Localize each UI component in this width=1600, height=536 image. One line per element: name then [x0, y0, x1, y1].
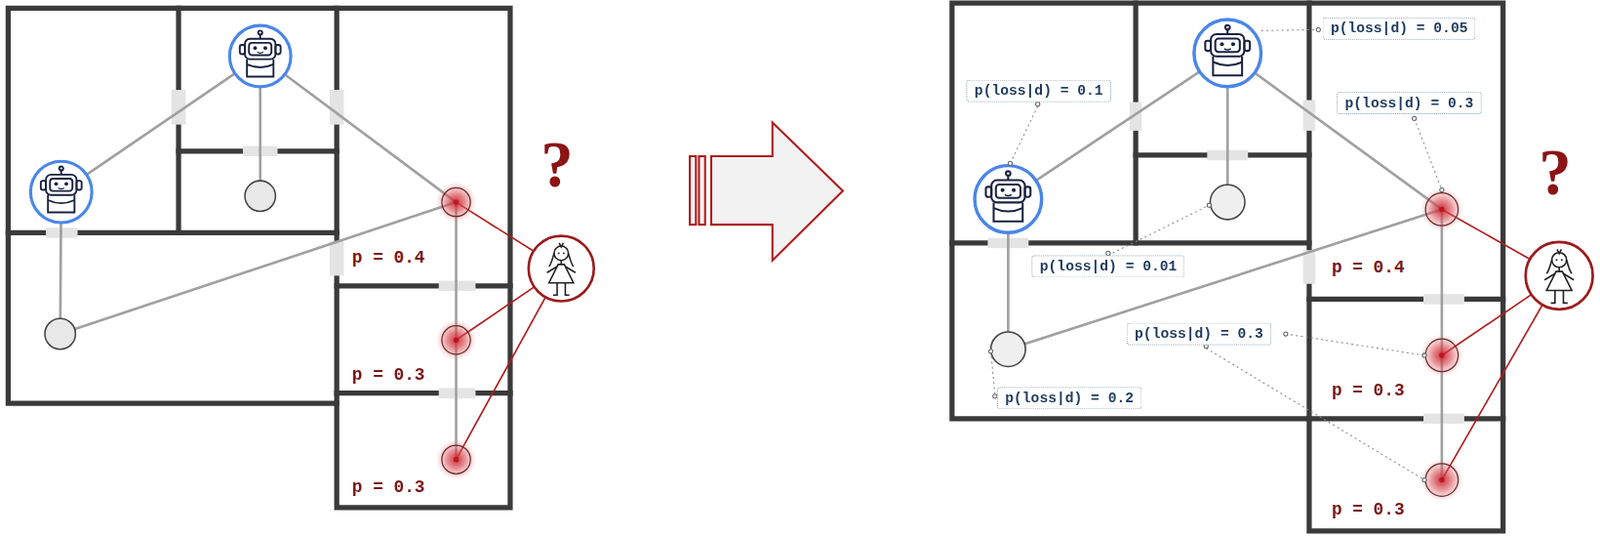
probability-label: p = 0.3: [350, 477, 428, 497]
loss-probability-callout: p(loss|d) = 0.05: [1322, 17, 1477, 40]
probability-label: p = 0.4: [1329, 258, 1407, 279]
probability-label: p = 0.3: [1329, 500, 1407, 520]
callout-text: p(loss|d) = 0.3: [1134, 325, 1264, 343]
loss-probability-callout: p(loss|d) = 0.3: [1126, 322, 1273, 346]
question-mark: ?: [540, 132, 573, 199]
callout-text: p(loss|d) = 0.05: [1330, 20, 1469, 38]
callout-text: p(loss|d) = 0.2: [1004, 390, 1134, 407]
loss-probability-callout: p(loss|d) = 0.3: [1336, 91, 1482, 115]
probability-label: p = 0.3: [350, 364, 428, 385]
probability-label: p = 0.4: [350, 247, 428, 268]
loss-probability-callout: p(loss|d) = 0.1: [965, 80, 1112, 103]
callout-text: p(loss|d) = 0.3: [1345, 94, 1475, 112]
loss-probability-callout: p(loss|d) = 0.01: [1031, 254, 1185, 278]
question-mark: ?: [1538, 139, 1571, 205]
callout-text: p(loss|d) = 0.1: [974, 82, 1104, 100]
probability-label: p = 0.3: [1329, 380, 1407, 400]
loss-probability-callout: p(loss|d) = 0.2: [997, 386, 1143, 409]
callout-text: p(loss|d) = 0.01: [1040, 258, 1178, 276]
